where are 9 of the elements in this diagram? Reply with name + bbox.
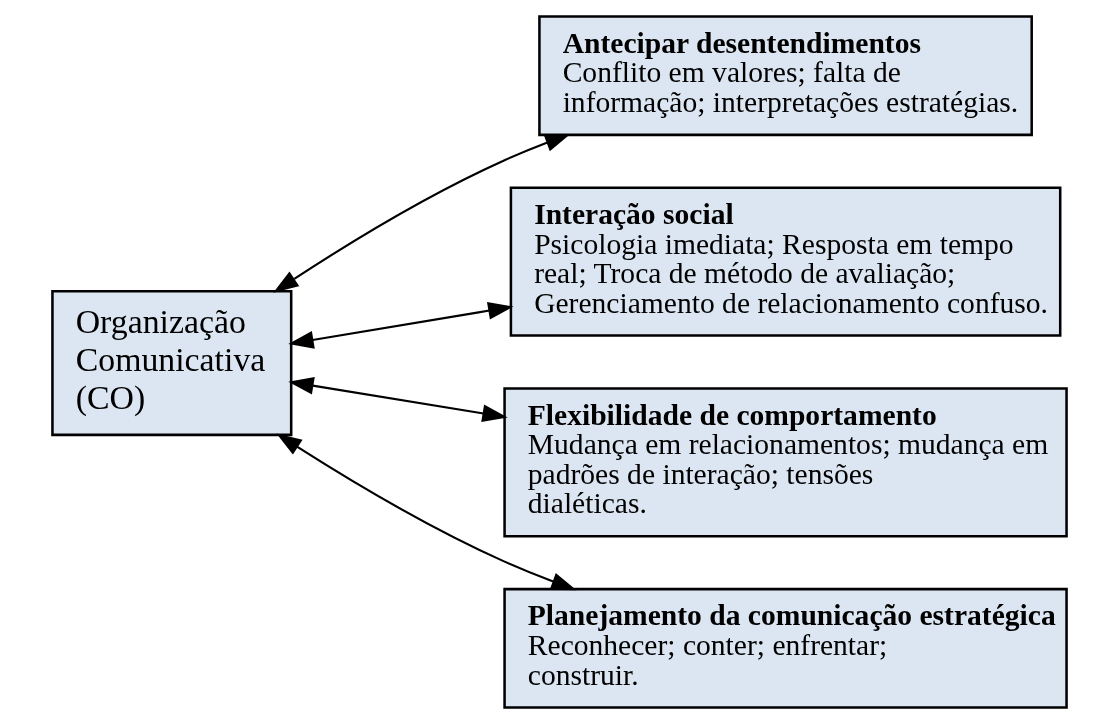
node-box: Organização Comunicativa (CO) <box>51 289 293 437</box>
arrow <box>273 134 571 293</box>
arrow <box>288 377 508 423</box>
node-box: Interação social Psicologia imediata; Resposta em tempo real; Troca de método de avaliação; Gerenciamento de relacionamento confuso. <box>509 186 1062 337</box>
node-box: Antecipar desentendimentos Conflito em valores; falta de informação; interpretações estratégias. <box>538 15 1033 137</box>
arrow <box>276 433 577 591</box>
node-box: Flexibilidade de comportamento Mudança em relacionamentos; mudança em padrões de interação; tensões dialéticas. <box>503 387 1068 538</box>
arrow <box>288 301 514 349</box>
node-box: Planejamento da comunicação estratégica Reconhecer; conter; enfrentar; construir. <box>503 587 1068 709</box>
